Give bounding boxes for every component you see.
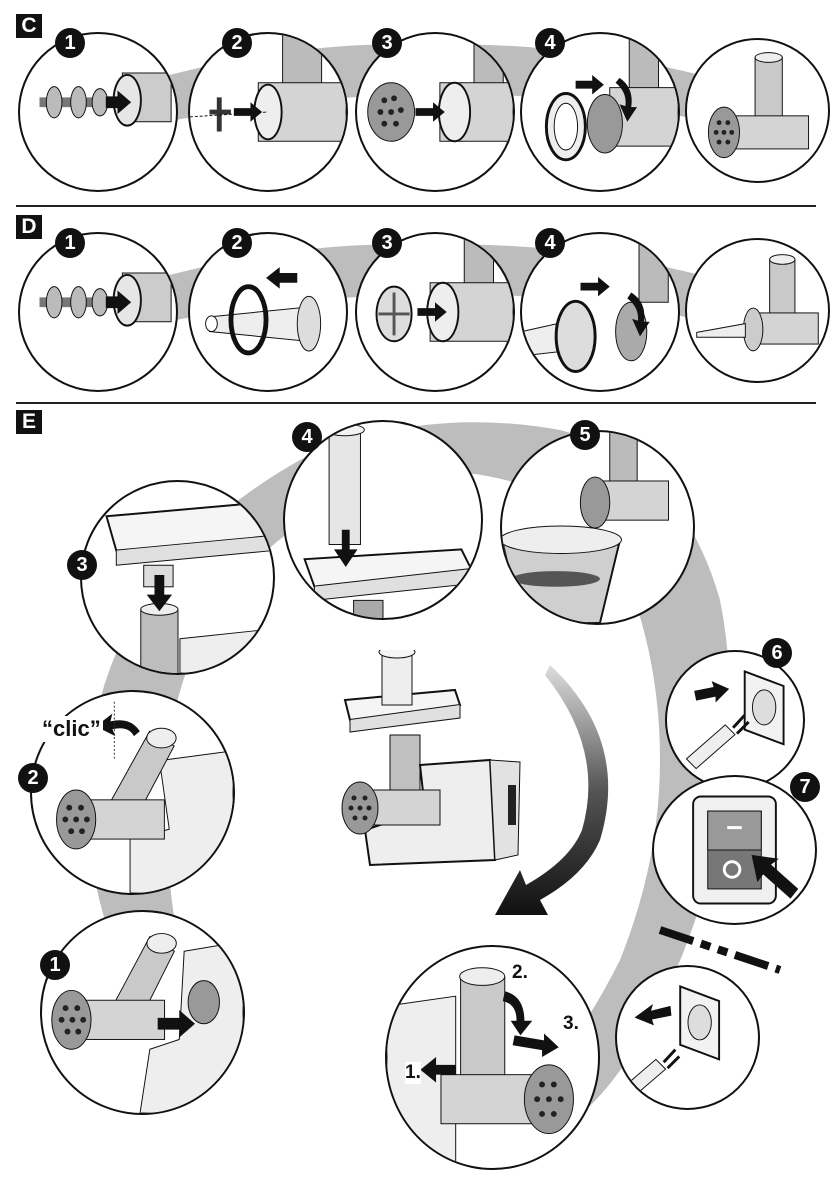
step-image-d1	[18, 232, 178, 392]
removal-step-2-label: 2.	[512, 962, 528, 984]
feed-screw-icon	[20, 234, 176, 390]
step-image-d2	[188, 232, 348, 392]
step-image-c1	[18, 32, 178, 192]
step-badge-c1: 1	[55, 28, 85, 58]
attach-housing-icon	[42, 912, 243, 1113]
clic-sound-label: “clic”	[40, 716, 103, 742]
step-image-e-unplug	[615, 965, 760, 1110]
step-badge-e6: 6	[762, 638, 792, 668]
cutting-blade-icon	[190, 34, 346, 190]
bowl-icon	[502, 432, 693, 623]
step-badge-c4: 4	[535, 28, 565, 58]
step-badge-e1: 1	[40, 950, 70, 980]
step-image-e5	[500, 430, 695, 625]
step-image-d-result	[685, 238, 830, 383]
step-badge-e4: 4	[292, 422, 322, 452]
spacer-icon	[357, 234, 513, 390]
step-badge-e5: 5	[570, 420, 600, 450]
step-badge-e2: 2	[18, 763, 48, 793]
cycle-arrow-icon	[490, 660, 630, 920]
power-switch-icon	[654, 777, 815, 923]
step-badge-d3: 3	[372, 228, 402, 258]
step-image-e1	[40, 910, 245, 1115]
step-image-e7	[652, 775, 817, 925]
step-badge-c3: 3	[372, 28, 402, 58]
step-badge-d2: 2	[222, 228, 252, 258]
plug-in-icon	[667, 652, 803, 788]
step-badge-e3: 3	[67, 550, 97, 580]
removal-step-3-label: 3.	[563, 1013, 579, 1035]
step-badge-d4: 4	[535, 228, 565, 258]
feed-screw-icon	[20, 34, 176, 190]
unplug-icon	[617, 967, 758, 1108]
mincer-attachment-icon	[687, 40, 828, 181]
step-badge-e7: 7	[790, 772, 820, 802]
step-image-e6	[665, 650, 805, 790]
step-image-c2	[188, 32, 348, 192]
step-image-e3	[80, 480, 275, 675]
removal-step-1-label: 1.	[405, 1062, 421, 1084]
filling-tray-icon	[82, 482, 273, 673]
sausage-attachment-icon	[687, 240, 828, 381]
sausage-nozzle-icon	[190, 234, 346, 390]
perforated-disc-icon	[357, 34, 513, 190]
step-badge-d1: 1	[55, 228, 85, 258]
remove-housing-icon	[387, 947, 598, 1168]
step-image-c-result	[685, 38, 830, 183]
step-image-e-remove	[385, 945, 600, 1170]
pusher-icon	[285, 422, 481, 618]
step-badge-c2: 2	[222, 28, 252, 58]
